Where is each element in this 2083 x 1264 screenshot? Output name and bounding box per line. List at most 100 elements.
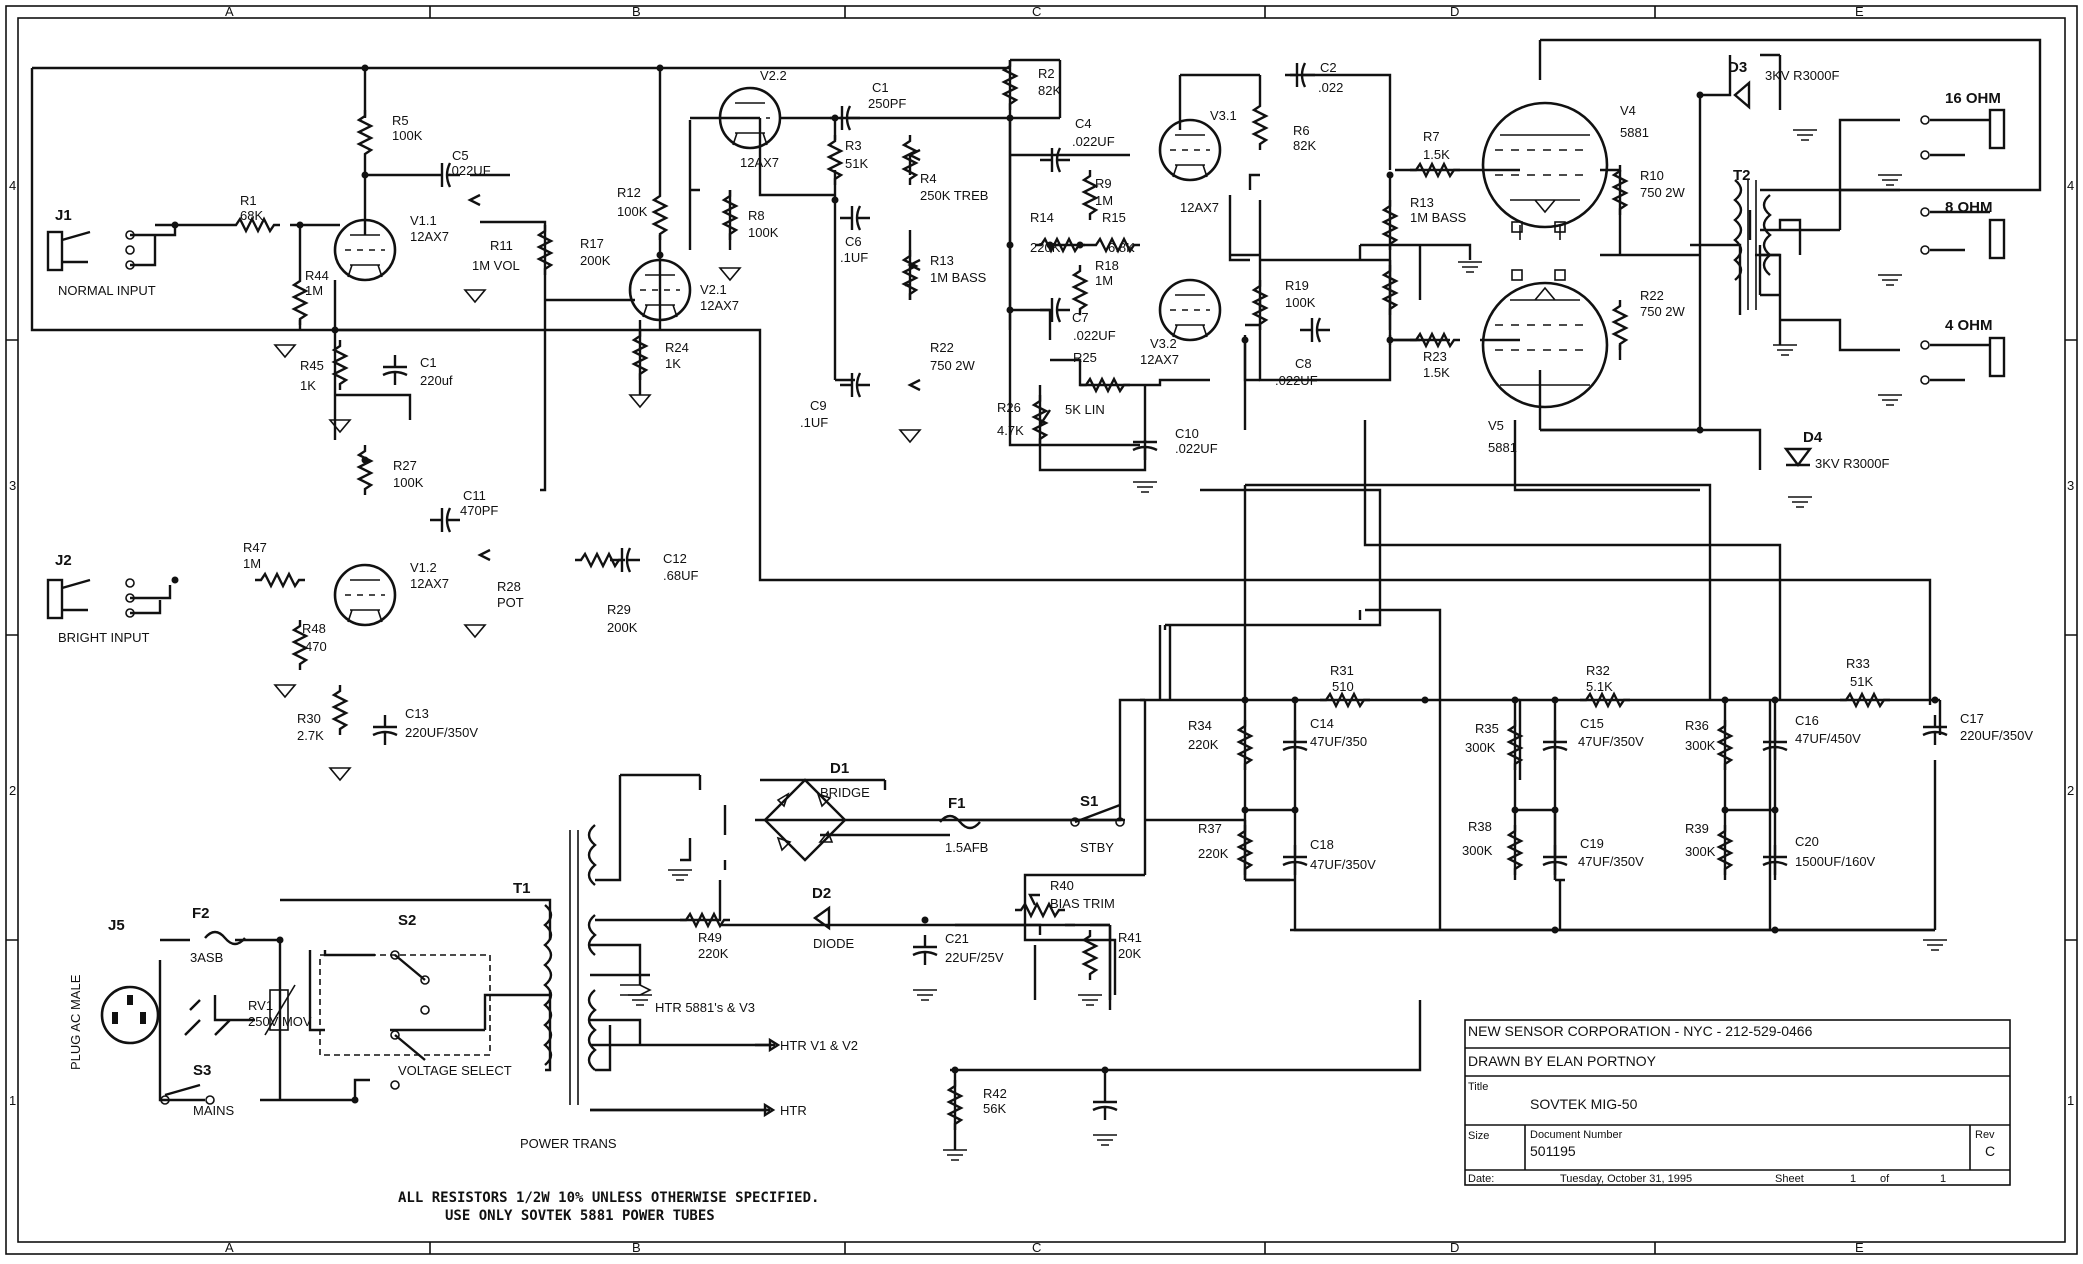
zone-col-c: C <box>1032 4 1041 19</box>
r18-id: R18 <box>1095 258 1119 273</box>
tube-v5: V5 5881 <box>1481 269 1609 455</box>
c1b-id: C1 <box>872 80 889 95</box>
c14-value: 47UF/350V <box>1578 734 1644 749</box>
r32-id: R32 <box>1586 663 1610 678</box>
s2-label: VOLTAGE SELECT <box>398 1063 512 1078</box>
tube-v1-2: V1.2 12AX7 <box>333 560 449 627</box>
title-block-title-label: Title <box>1468 1081 1488 1093</box>
r46-id: R47 <box>243 540 267 555</box>
r36-value: 300K <box>1685 738 1716 753</box>
r23-id: R23 <box>1423 349 1447 364</box>
title-block-sheet: 1 <box>1850 1173 1856 1185</box>
c1-id: C1 <box>420 355 437 370</box>
r22-value: 750 2W <box>1640 304 1686 319</box>
title-block-rev: C <box>1985 1143 1995 1159</box>
t1-label: POWER TRANS <box>520 1136 617 1151</box>
c20-value: 22UF/25V <box>945 950 1004 965</box>
title-block-docnum: 501195 <box>1530 1143 1576 1159</box>
r6-id: R6 <box>1293 123 1310 138</box>
r28-value: POT <box>497 595 524 610</box>
zone-col-b: B <box>632 4 641 19</box>
d4-label: 3KV R3000F <box>1815 456 1889 471</box>
c10-id: C11 <box>463 488 486 503</box>
c14-id: C15 <box>1580 716 1604 731</box>
output-8-ohm: 8 OHM <box>1945 199 1993 216</box>
r15-value: 220K <box>1030 240 1061 255</box>
title-block-company: NEW SENSOR CORPORATION - NYC - 212-529-0… <box>1468 1023 1813 1039</box>
tube-v5-type: 5881 <box>1488 440 1517 455</box>
c10-value: 470PF <box>460 503 498 518</box>
rv1-label: 250V MOV <box>248 1014 312 1029</box>
r4-id: R4 <box>920 171 937 186</box>
r41-id: R41 <box>1118 930 1142 945</box>
c13-value: 47UF/350 <box>1310 734 1367 749</box>
output-4-ohm: 4 OHM <box>1945 317 1993 334</box>
r13-value: 1M BASS <box>930 270 987 285</box>
c2-value: .022 <box>1318 80 1343 95</box>
c15-value: 47UF/450V <box>1795 731 1861 746</box>
r14-value: 1M BASS <box>1410 210 1467 225</box>
c11-value: .68UF <box>663 568 698 583</box>
zone-col-d-bottom: D <box>1450 1240 1459 1255</box>
r21-id: R22 <box>930 340 954 355</box>
r22-id: R22 <box>1640 288 1664 303</box>
d3-id: D3 <box>1728 59 1747 76</box>
t2-id: T2 <box>1733 167 1751 184</box>
r17-id: R17 <box>580 236 604 251</box>
d2-label: DIODE <box>813 936 855 951</box>
title-block-of: 1 <box>1940 1173 1946 1185</box>
c15-id: C16 <box>1795 713 1819 728</box>
title-block-date: Tuesday, October 31, 1995 <box>1560 1173 1692 1185</box>
tube-v1-1-type: 12AX7 <box>410 229 449 244</box>
tube-v1-2-type: 12AX7 <box>410 576 449 591</box>
tube-v2-1-id: V2.1 <box>700 282 727 297</box>
c12-value: 220UF/350V <box>405 725 478 740</box>
zone-row-4: 4 <box>9 178 16 193</box>
c18-id: C19 <box>1580 836 1604 851</box>
r3-value: 51K <box>845 156 868 171</box>
r40-id: R40 <box>1050 878 1074 893</box>
c17-id: C18 <box>1310 837 1334 852</box>
r12-value: 100K <box>617 204 648 219</box>
r3-id: R3 <box>845 138 862 153</box>
r7-id: R7 <box>1423 129 1440 144</box>
title-block: NEW SENSOR CORPORATION - NYC - 212-529-0… <box>1464 1019 2011 1186</box>
s3-label: MAINS <box>193 1103 235 1118</box>
r42-value: 56K <box>983 1101 1006 1116</box>
c17-value: 47UF/350V <box>1310 857 1376 872</box>
r44-id: R44 <box>305 268 329 283</box>
r4-value: 250K TREB <box>920 188 988 203</box>
r40-value: BIAS TRIM <box>1050 896 1115 911</box>
htr-v1-v2: HTR V1 & V2 <box>780 1038 858 1053</box>
zone-labels: A B C D E A B C D E 4 3 2 1 4 3 2 1 <box>9 4 2074 1255</box>
r28-id: R28 <box>497 579 521 594</box>
r45-value: 1K <box>300 378 316 393</box>
f1-label: 1.5AFB <box>945 840 988 855</box>
s2-id: S2 <box>398 912 416 929</box>
c19-id: C20 <box>1795 834 1819 849</box>
tube-v1-1: V1.1 12AX7 <box>333 213 449 282</box>
r11-value: 1M VOL <box>472 258 520 273</box>
title-block-of-label: of <box>1880 1173 1890 1185</box>
r10-value: 750 2W <box>1640 185 1686 200</box>
tube-v3-1-type: 12AX7 <box>1180 200 1219 215</box>
r1-id: R1 <box>240 193 257 208</box>
r33-value: 51K <box>1850 674 1873 689</box>
r36-id: R36 <box>1685 718 1709 733</box>
r34-value: 220K <box>1188 737 1219 752</box>
r44-value: 1M <box>305 283 323 298</box>
r7-value: 1.5K <box>1423 147 1450 162</box>
r25-value: 5K LIN <box>1065 402 1105 417</box>
r46-value: 1M <box>243 556 261 571</box>
r24-value: 1K <box>665 356 681 371</box>
tube-v4-id: V4 <box>1620 103 1636 118</box>
jack-j1-label: NORMAL INPUT <box>58 283 156 298</box>
tube-v3-2: V3.2 12AX7 <box>1140 278 1222 367</box>
c5-value: .1UF <box>840 250 868 265</box>
jack-j5-id: J5 <box>108 917 125 934</box>
r37-value: 220K <box>1198 846 1229 861</box>
r30-value: 2.7K <box>297 728 324 743</box>
tube-v3-1-id: V3.1 <box>1210 108 1237 123</box>
r39-value: 300K <box>1685 844 1716 859</box>
